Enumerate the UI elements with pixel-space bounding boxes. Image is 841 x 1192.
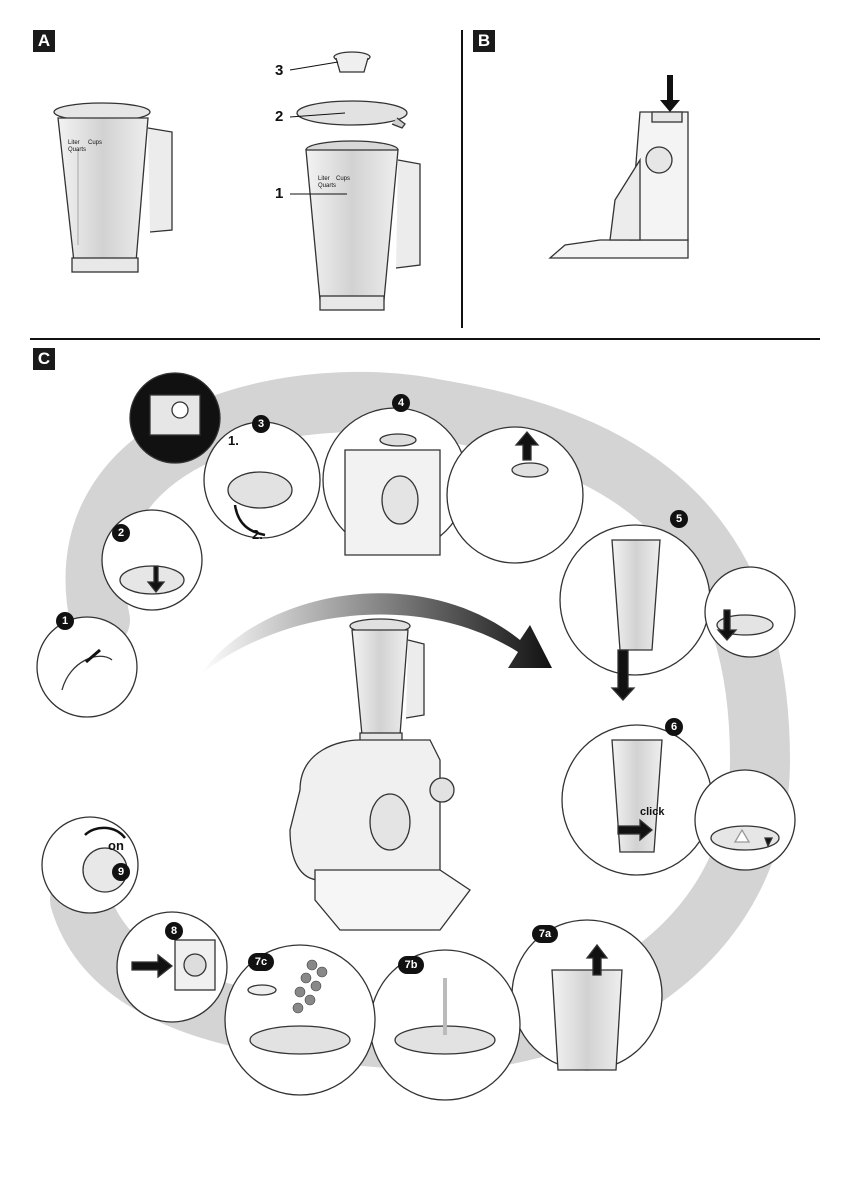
step-3-bubble [204,422,320,538]
jug-a-cups-mark: Cups [88,140,102,146]
step-3-badge: 3 [252,415,270,433]
measuring-cap-part [334,52,370,72]
jug-b-cups-mark: Cups [336,176,350,182]
step-1-badge: 1 [56,612,74,630]
step-7c-bubble [225,945,375,1095]
step-6-detail-bubble [695,770,795,870]
step-6-badge: 6 [665,718,683,736]
click-label: click [640,806,664,818]
step-7b-bubble [370,950,520,1100]
step-5-badge: 5 [670,510,688,528]
step-5-detail-bubble [705,567,795,657]
jug-part [306,141,420,310]
section-badge-b: B [473,30,495,52]
step-9-badge: 9 [112,863,130,881]
base-unit-side-view [550,112,688,258]
substep-second-label: 2. [252,527,263,542]
section-badge-c: C [33,348,55,370]
step-6-bubble [562,725,712,875]
callout-part-3: 3 [275,62,283,79]
substep-first-label: 1. [228,433,239,448]
jug-b-quarts-mark: Quarts [318,183,336,189]
step-5-bubble [560,525,710,700]
step-7c-badge: 7c [248,953,274,971]
jug-a-liter-mark: Liter [68,140,80,146]
callout-part-1: 1 [275,185,283,202]
divider-vertical [461,30,463,328]
jug-a-quarts-mark: Quarts [68,147,86,153]
step-4-bubble [323,408,467,555]
step-7a-bubble [512,920,662,1070]
step-4-badge: 4 [392,394,410,412]
step-4-detail-bubble [447,427,583,563]
step-8-badge: 8 [165,922,183,940]
callout-part-2: 2 [275,108,283,125]
jug-b-liter-mark: Liter [318,176,330,182]
safety-switch-inset [130,373,220,463]
press-down-arrow-icon [660,75,680,112]
step-1-bubble [37,617,137,717]
jug-assembled [54,103,172,272]
lid-part [297,101,407,128]
step-7b-badge: 7b [398,956,424,974]
section-badge-a: A [33,30,55,52]
step-2-badge: 2 [112,524,130,542]
step-7a-badge: 7a [532,925,558,943]
central-appliance [290,619,470,930]
divider-horizontal [30,338,820,340]
on-label: on [108,838,124,853]
